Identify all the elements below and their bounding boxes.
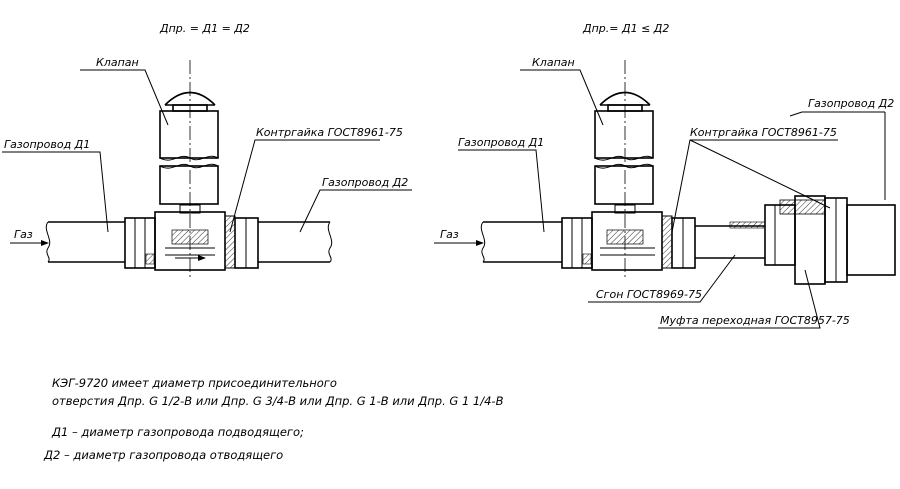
left-valve-body [154, 204, 226, 271]
left-valve-actuator [159, 91, 219, 212]
right-coupling-label: Муфта переходная ГОСТ8957-75 [660, 314, 850, 327]
right-valve-body [591, 204, 663, 271]
left-locknut-label: Контргайка ГОСТ8961-75 [256, 126, 403, 139]
right-sgon-label: Сгон ГОСТ8969-75 [596, 288, 702, 301]
left-valve-label: Клапан [96, 56, 139, 69]
right-formula: Дпр.= Д1 ≤ Д2 [582, 22, 669, 35]
left-gas-arrow: Газ [10, 228, 49, 246]
right-leaders: Клапан Газопровод Д1 Контргайка ГОСТ8961… [458, 56, 894, 329]
note-line-1: КЭГ-9720 имеет диаметр присоединительног… [52, 376, 337, 390]
left-gas-label: Газ [14, 228, 33, 241]
right-scheme: Дпр.= Д1 ≤ Д2 Газ [434, 22, 896, 329]
note-line-4: Д2 – диаметр газопровода отводящего [43, 448, 283, 462]
notes: КЭГ-9720 имеет диаметр присоединительног… [43, 376, 504, 462]
left-locknut [224, 215, 236, 269]
right-valve-label: Клапан [532, 56, 575, 69]
right-inlet-nut [561, 217, 593, 269]
right-outlet-nut [671, 217, 696, 269]
note-line-3: Д1 – диаметр газопровода подводящего; [51, 425, 304, 439]
left-inlet-nut [124, 217, 156, 269]
right-locknut-label: Контргайка ГОСТ8961-75 [690, 126, 837, 139]
left-pipe-out-label: Газопровод Д2 [322, 176, 408, 189]
right-coupling [764, 195, 896, 285]
left-inlet-pipe [45, 221, 125, 263]
left-scheme: Дпр. = Д1 = Д2 Газ [2, 22, 412, 280]
left-outlet-nut [234, 217, 259, 269]
right-valve-actuator [594, 91, 654, 212]
right-inlet-pipe [480, 221, 562, 263]
right-sgon [695, 221, 766, 259]
right-pipe-in-label: Газопровод Д1 [458, 136, 544, 149]
note-line-2: отверстия Дпр. G 1/2-В или Дпр. G 3/4-В … [52, 394, 504, 408]
left-formula: Дпр. = Д1 = Д2 [159, 22, 250, 35]
left-outlet-pipe [258, 221, 333, 263]
right-gas-arrow: Газ [434, 228, 484, 246]
right-pipe-out-label: Газопровод Д2 [808, 97, 894, 110]
right-gas-label: Газ [440, 228, 459, 241]
left-pipe-in-label: Газопровод Д1 [4, 138, 90, 151]
right-locknut [661, 215, 673, 269]
left-leaders: Клапан Газопровод Д1 Контргайка ГОСТ8961… [2, 56, 412, 233]
